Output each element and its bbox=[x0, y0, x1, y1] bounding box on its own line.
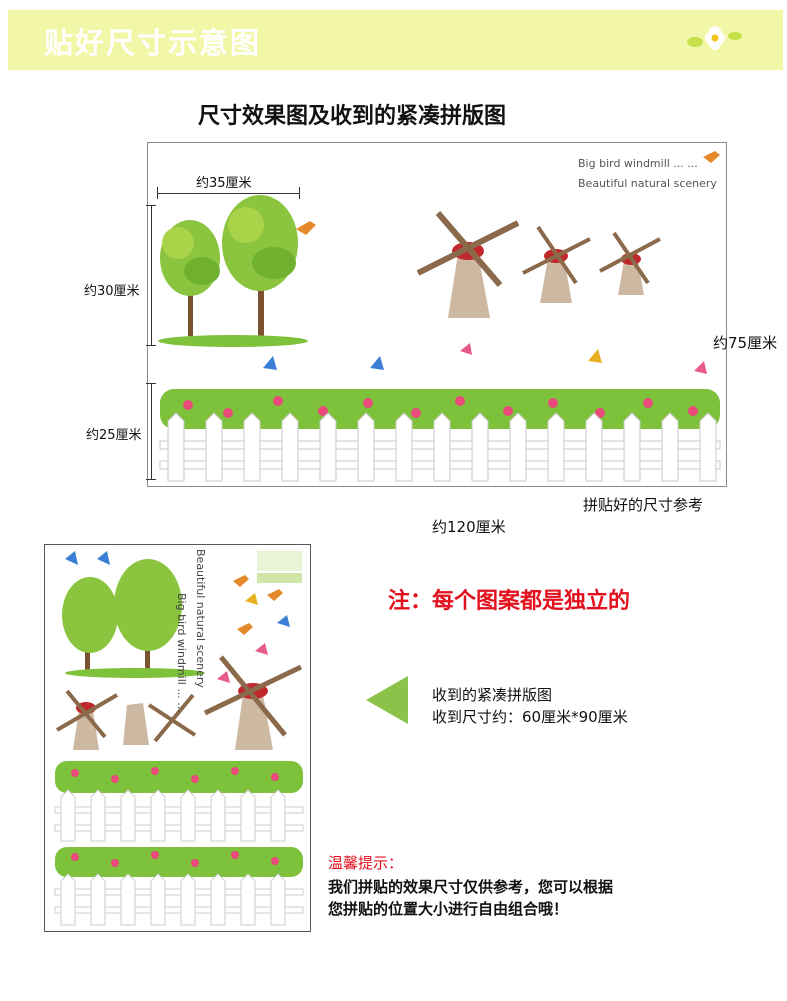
reference-label: 拼贴好的尺寸参考 bbox=[583, 496, 704, 514]
banner-title: 贴好尺寸示意图 bbox=[44, 26, 262, 60]
tree-height-tick-bottom bbox=[146, 345, 156, 346]
width-dimension-line bbox=[157, 193, 300, 194]
tree-height-label: 约30厘米 bbox=[84, 284, 140, 299]
tips-title: 温馨提示： bbox=[328, 854, 404, 872]
compact-scene bbox=[54, 551, 304, 926]
compact-fence-2 bbox=[54, 847, 304, 926]
tree-right bbox=[222, 195, 298, 341]
tree-height-line bbox=[151, 205, 152, 346]
header-banner: 贴好尺寸示意图 bbox=[8, 10, 783, 70]
tree-left bbox=[160, 220, 220, 341]
tree-height-tick-top bbox=[146, 205, 156, 206]
flower-icon bbox=[687, 26, 742, 50]
total-height-label: 约75厘米 bbox=[713, 334, 778, 352]
fence-height-tick-bottom bbox=[146, 479, 156, 480]
independent-pattern-note: 注：每个图案都是独立的 bbox=[388, 589, 631, 614]
tips-line-1: 我们拼贴的效果尺寸仅供参考，您可以根据 bbox=[328, 878, 614, 896]
fence-height-tick-top bbox=[146, 383, 156, 384]
compact-fence-1 bbox=[54, 761, 304, 842]
fence-height-line bbox=[151, 383, 152, 480]
scene-caption-2: Beautiful natural scenery bbox=[578, 177, 717, 190]
compact-label: 收到的紧凑拼版图 bbox=[432, 686, 553, 704]
assembled-preview: Big bird windmill ... ... Beautiful natu… bbox=[147, 142, 727, 487]
width-tick-left bbox=[157, 187, 158, 199]
assembled-scene bbox=[158, 151, 721, 482]
width-tick-right bbox=[299, 187, 300, 199]
fence-pickets bbox=[167, 412, 717, 482]
fence-height-label: 约25厘米 bbox=[86, 428, 142, 443]
page-title: 尺寸效果图及收到的紧凑拼版图 bbox=[198, 104, 507, 129]
windmill-small bbox=[599, 231, 661, 295]
compact-caption-2: Beautiful natural scenery bbox=[194, 549, 207, 688]
compact-size-label: 收到尺寸约：60厘米*90厘米 bbox=[432, 708, 628, 726]
arrow-left-icon bbox=[366, 676, 408, 724]
compact-layout-preview: Big bird windmill ... ... Beautiful natu… bbox=[44, 544, 311, 932]
windmill-medium bbox=[522, 225, 591, 303]
windmill-large bbox=[416, 211, 520, 318]
compact-windmills bbox=[55, 655, 303, 750]
tips-line-2: 您拼贴的位置大小进行自由组合哦！ bbox=[328, 900, 569, 918]
scene-caption-1: Big bird windmill ... ... bbox=[578, 157, 698, 170]
width-label: 约35厘米 bbox=[196, 176, 252, 191]
butterflies bbox=[263, 343, 707, 374]
total-width-label: 约120厘米 bbox=[432, 518, 506, 536]
compact-caption-1: Big bird windmill ... ... bbox=[175, 593, 188, 713]
